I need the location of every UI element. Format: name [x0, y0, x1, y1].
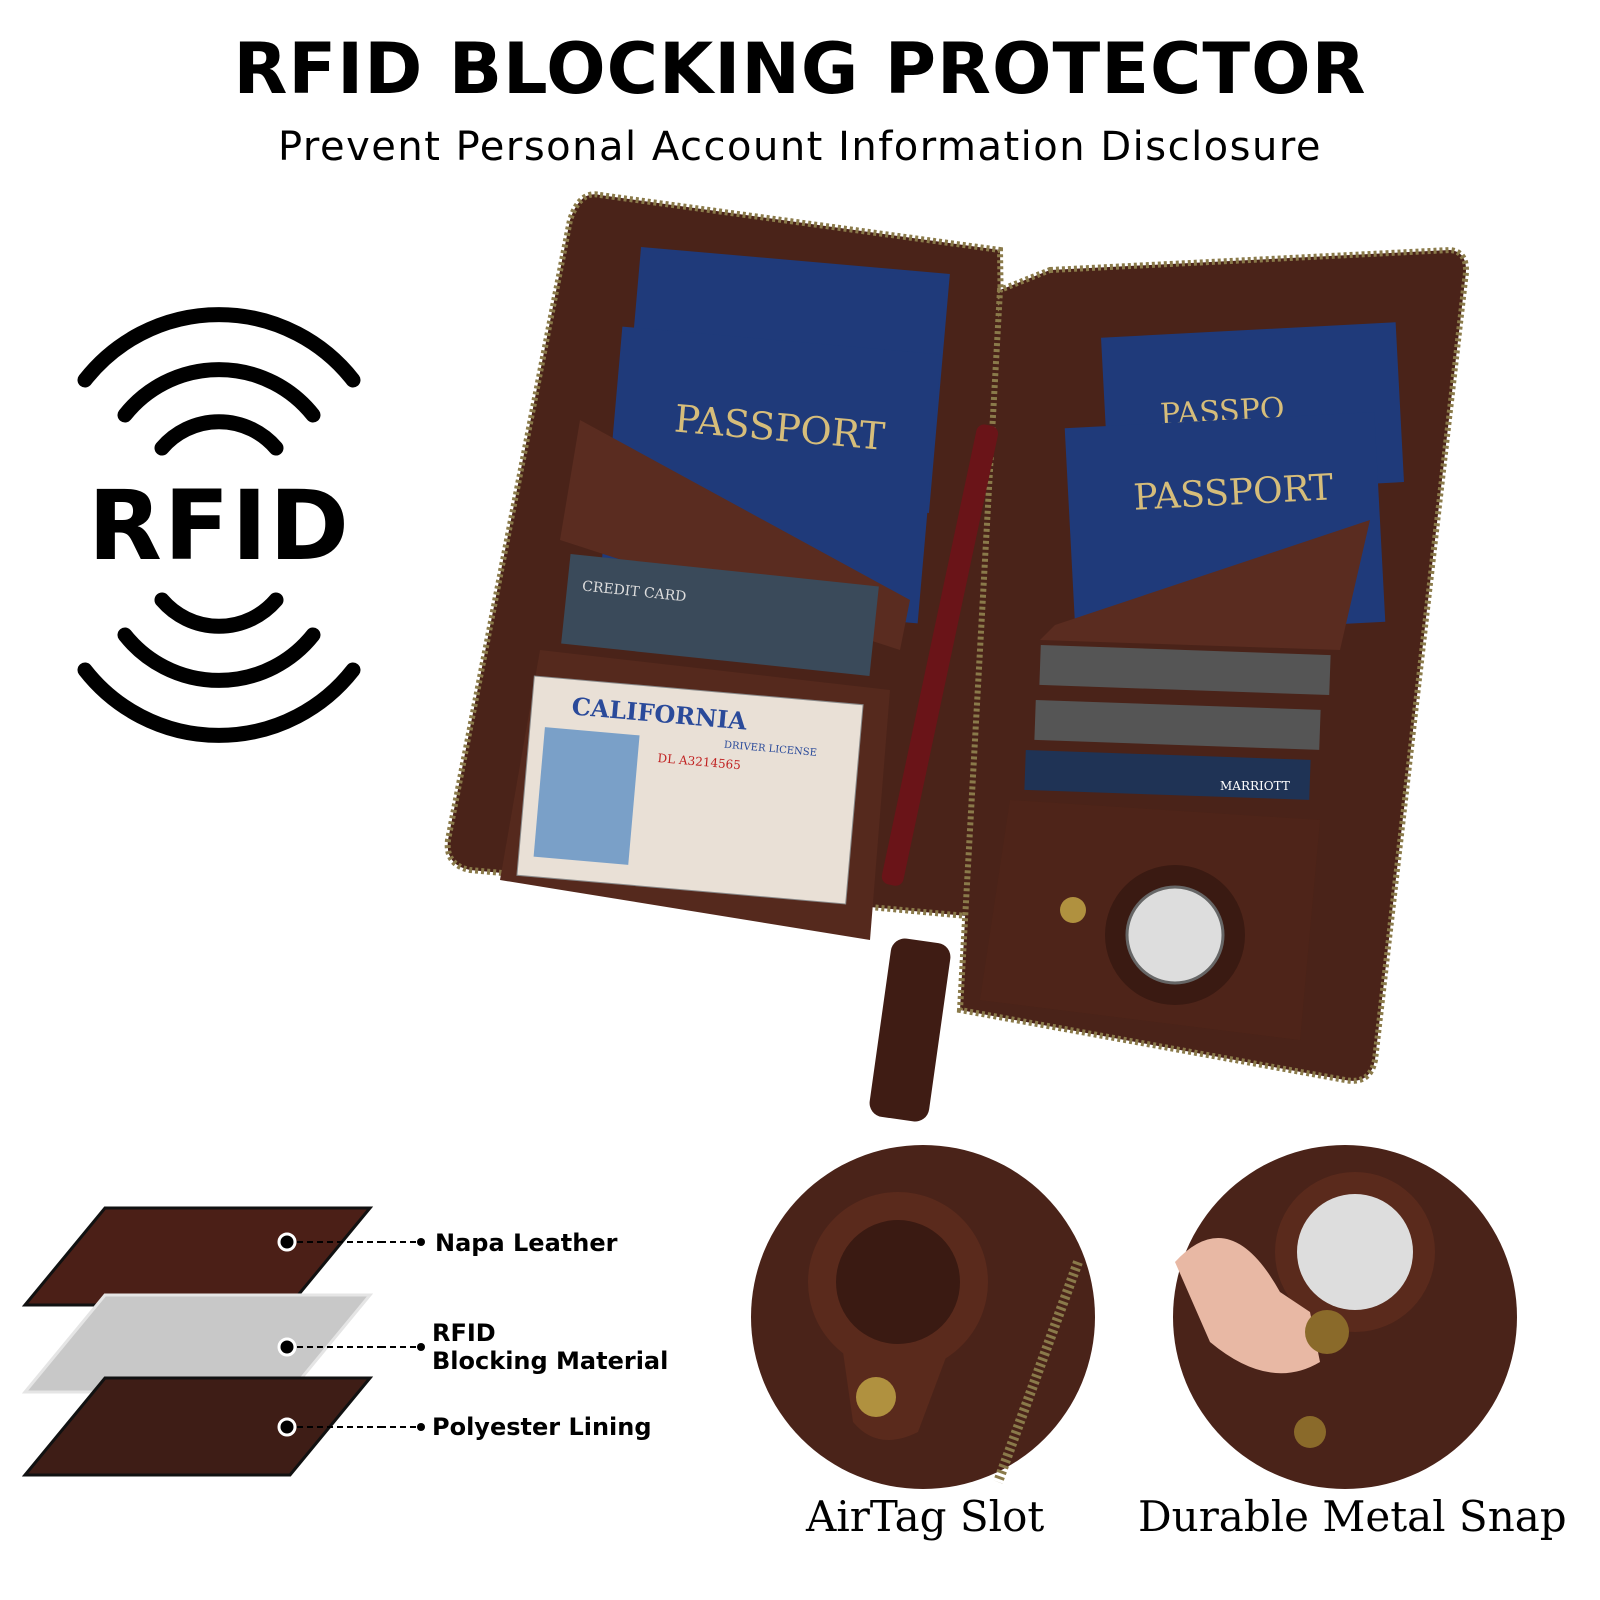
rfid-wave-icon	[77, 307, 361, 743]
layer-label-napa-leather: Napa Leather	[435, 1229, 618, 1257]
layer-label-rfid: RFID	[432, 1319, 496, 1347]
rfid-label: RFID	[88, 470, 351, 582]
layer-pointers	[380, 1238, 425, 1431]
caption-durable-metal-snap: Durable Metal Snap	[1138, 1492, 1567, 1541]
material-layers-diagram	[21, 1206, 380, 1477]
page-title: RFID BLOCKING PROTECTOR	[233, 28, 1367, 110]
airtag-slot-detail-photo	[751, 1145, 1095, 1489]
caption-airtag-slot: AirTag Slot	[806, 1492, 1045, 1541]
layer-label-blocking-material: Blocking Material	[432, 1347, 669, 1375]
layer-label-polyester-lining: Polyester Lining	[432, 1413, 652, 1441]
metal-snap-detail-photo	[1173, 1145, 1517, 1489]
page-subtitle: Prevent Personal Account Information Dis…	[277, 124, 1323, 170]
card-brand-text: MARRIOTT	[1220, 779, 1290, 793]
wallet-product-photo: ASSPORT PASSPORT CREDIT CARD CALIFORNIA …	[444, 191, 1469, 1122]
